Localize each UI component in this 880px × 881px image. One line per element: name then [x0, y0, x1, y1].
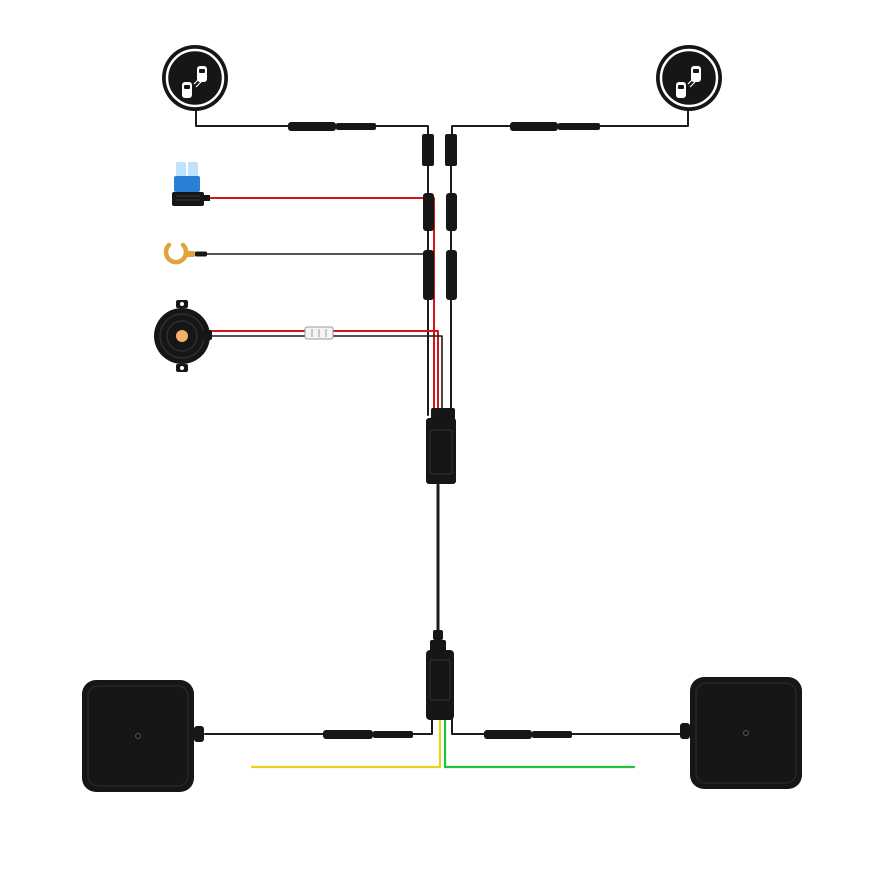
- trunk-connector-2: [446, 193, 457, 231]
- inline-connector-sensor-left-b: [373, 731, 413, 738]
- inline-connector-sensor-right-a: [484, 730, 532, 739]
- piezo-buzzer-icon: [154, 300, 212, 372]
- t-plug-right: [445, 134, 457, 166]
- blind-spot-car-icon: [162, 45, 228, 111]
- inline-connector-sensor-left-a: [323, 730, 373, 739]
- buzzer-wire-black: [202, 335, 443, 411]
- inline-connector-right-a: [510, 122, 558, 131]
- junction-module-icon: [426, 630, 454, 720]
- trunk-connector-3: [423, 250, 434, 300]
- fuse-power-wire: [203, 197, 435, 411]
- inline-connector-right-b: [558, 123, 600, 130]
- right-sensor-cable: [451, 717, 686, 735]
- green-trigger-wire: [443, 716, 636, 769]
- trunk-connector-4: [446, 250, 457, 300]
- left-sensor-cable: [204, 717, 433, 735]
- blind-spot-car-icon: [656, 45, 722, 111]
- inline-connectors: [288, 122, 600, 739]
- buzzer-wire-red: [202, 330, 439, 411]
- inline-connector-left-b: [336, 123, 376, 130]
- fuse-tap-icon: [172, 162, 210, 206]
- radar-sensor-icon: [82, 680, 204, 792]
- inline-connector-sensor-right-b: [532, 731, 572, 738]
- trunk-connector-1: [423, 193, 434, 231]
- radar-sensor-icon: [680, 677, 802, 789]
- ring-terminal-icon: [163, 242, 207, 265]
- yellow-trigger-wire: [250, 716, 442, 769]
- t-plug-left: [422, 134, 434, 166]
- inline-connector-left-a: [288, 122, 336, 131]
- control-module-icon: [426, 408, 456, 484]
